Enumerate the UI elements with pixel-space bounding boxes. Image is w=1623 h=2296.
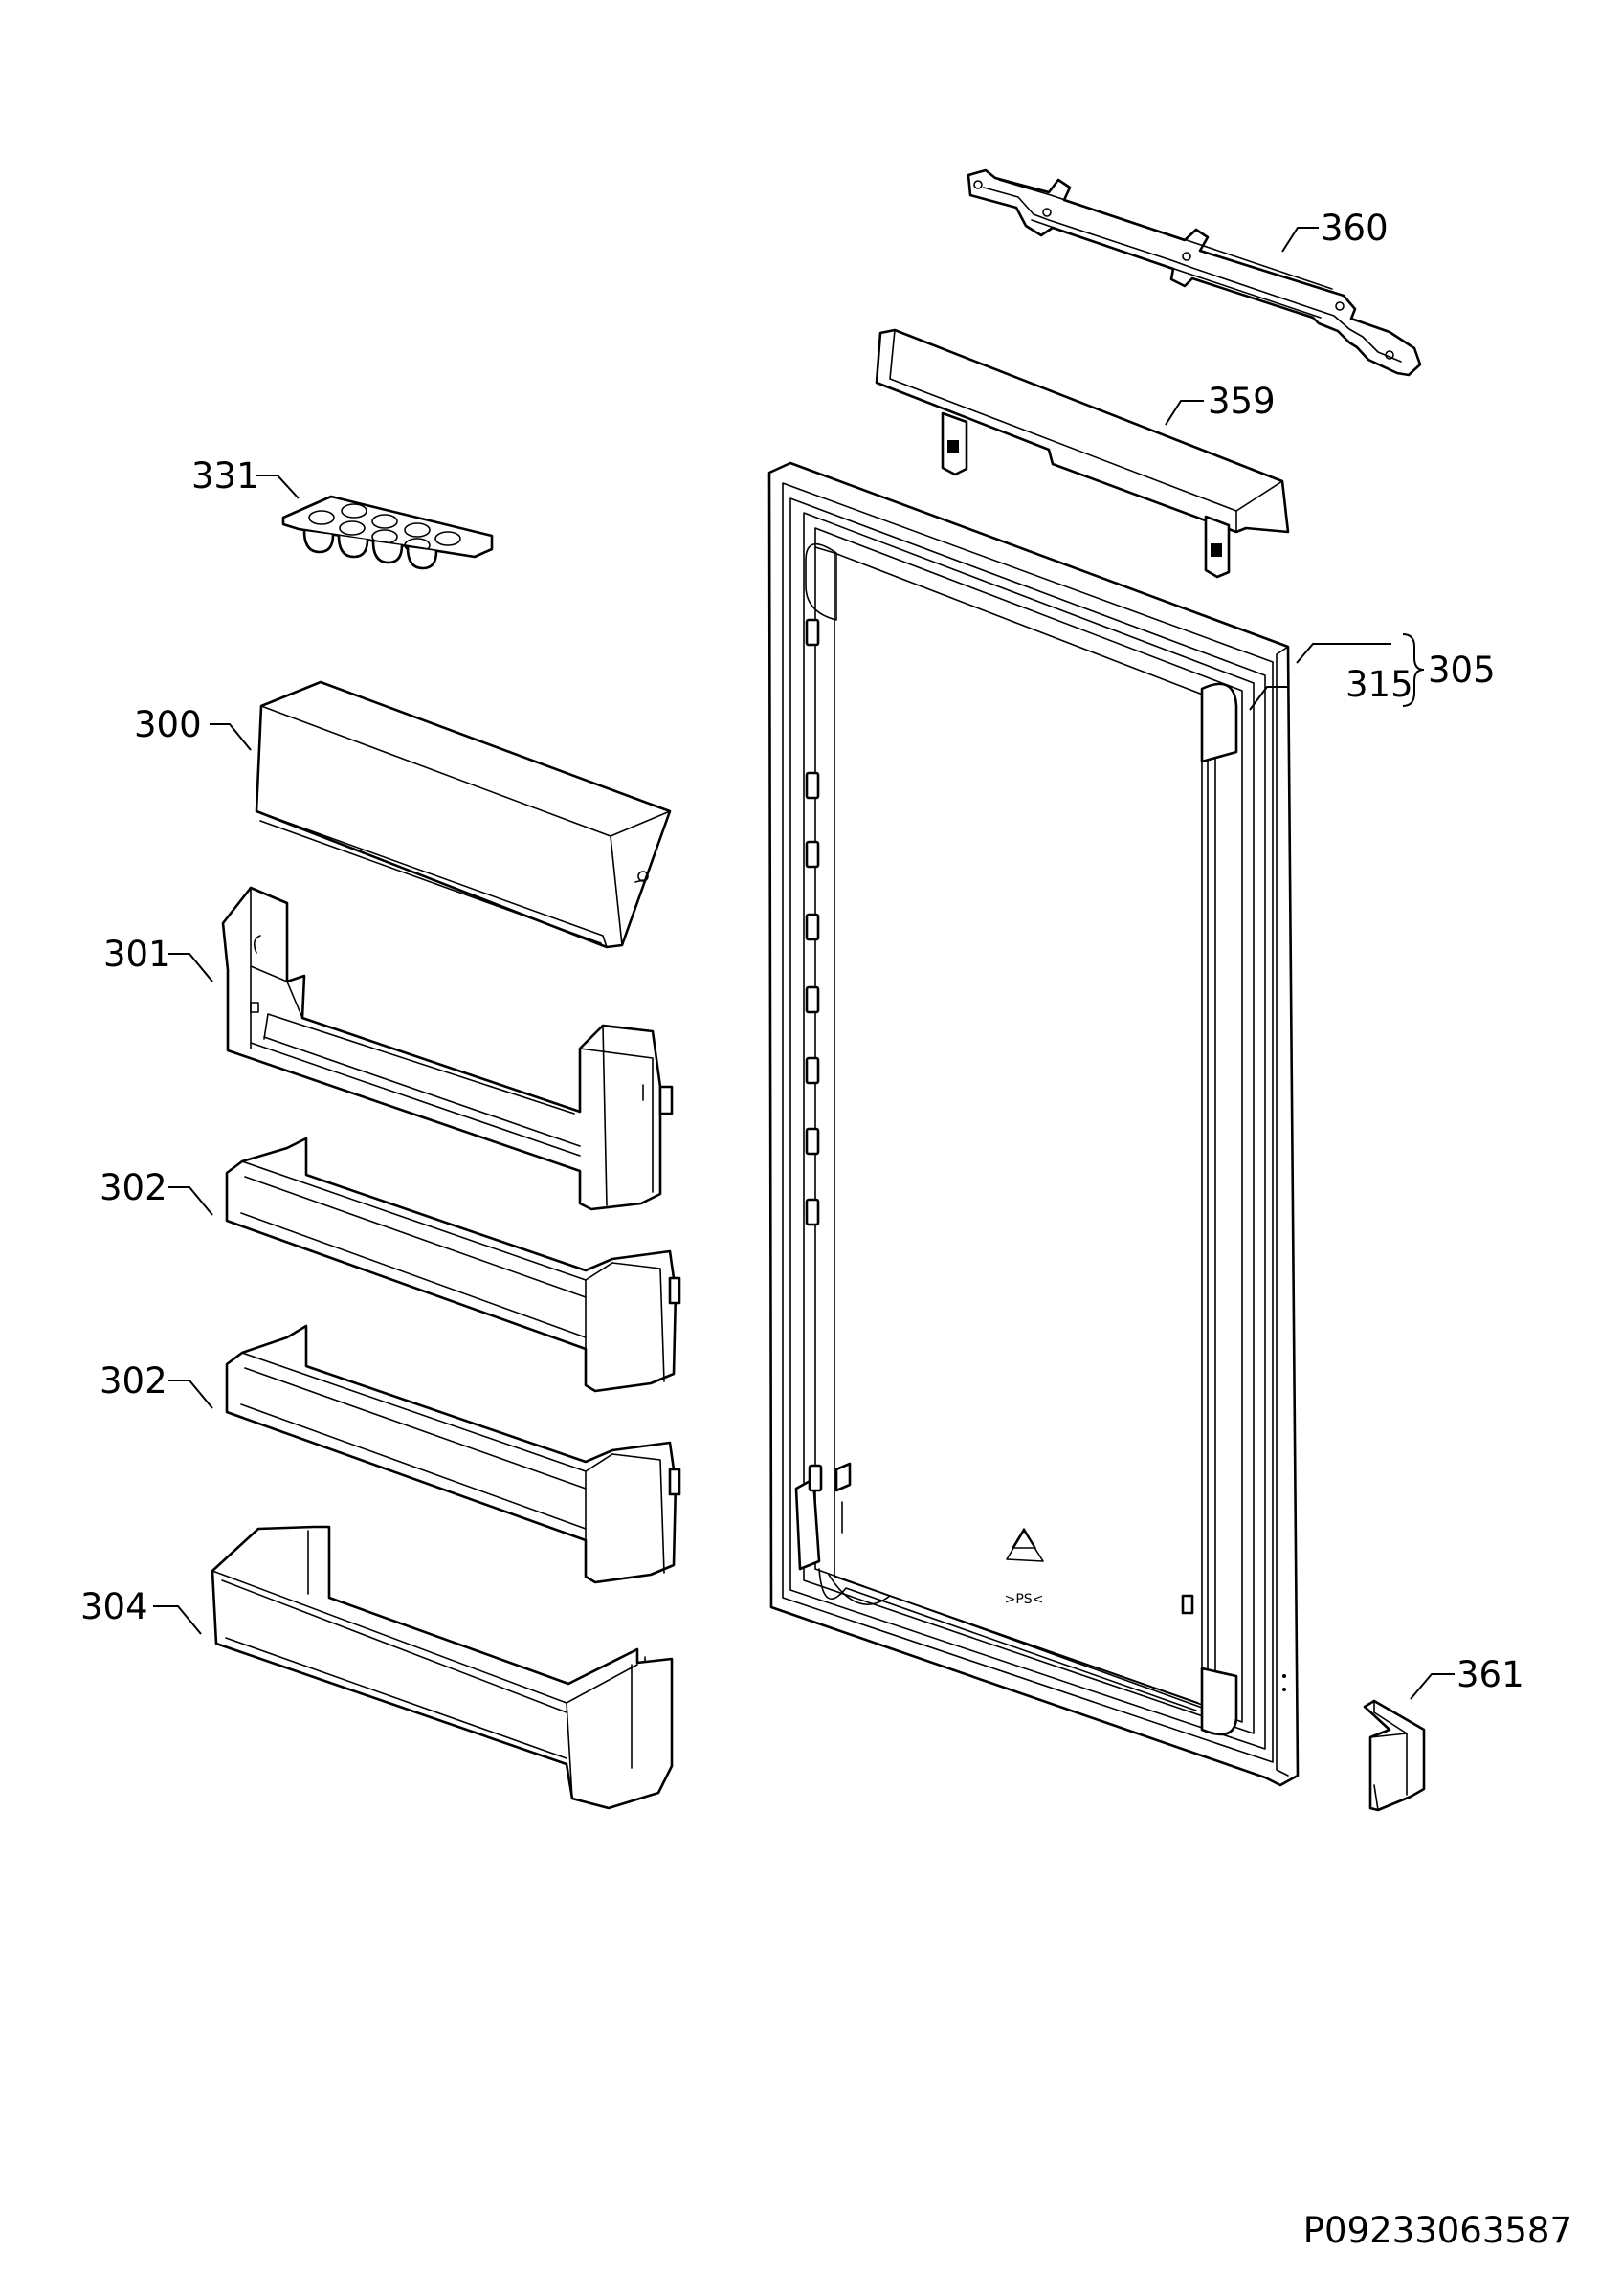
part-301-door-balcony [221, 886, 674, 1211]
recycling-symbol: >PS< [1005, 1528, 1044, 1607]
callout-300: 300 [134, 704, 202, 745]
leader-300 [210, 723, 252, 751]
part-361-hinge-cover-small [1363, 1699, 1426, 1812]
callout-304: 304 [80, 1586, 148, 1627]
callout-302-lower: 302 [100, 1360, 167, 1402]
part-359-hinge-cover [875, 328, 1290, 579]
leader-359 [1165, 400, 1204, 426]
callout-305: 305 [1428, 650, 1496, 691]
callout-301: 301 [103, 934, 171, 975]
leader-302b [168, 1380, 213, 1409]
leader-305 [1296, 643, 1391, 664]
callout-360: 360 [1321, 208, 1389, 249]
leader-361 [1410, 1673, 1455, 1700]
part-360-bracket [967, 168, 1422, 377]
part-304-bottle-balcony [211, 1525, 674, 1810]
callout-361: 361 [1456, 1654, 1524, 1695]
leader-302a [168, 1186, 213, 1216]
part-300-dairy-compartment [255, 680, 672, 949]
leader-360 [1281, 227, 1319, 253]
document-id: P09233063587 [1303, 2210, 1572, 2251]
callout-359: 359 [1208, 381, 1276, 422]
shelf-studs [805, 618, 823, 1492]
leader-lines [153, 227, 1455, 1700]
part-305-door-assembly: >PS< [767, 461, 1300, 1787]
callout-331: 331 [191, 455, 259, 497]
part-331-egg-tray [281, 495, 494, 570]
part-302-door-balcony-lower [225, 1324, 681, 1584]
leader-304 [153, 1605, 202, 1635]
part-302-door-balcony-upper [225, 1137, 681, 1393]
callout-302-upper: 302 [100, 1167, 167, 1208]
leader-315 [1249, 686, 1288, 711]
leader-331 [256, 475, 300, 499]
recycling-mark-text: >PS< [1005, 1592, 1044, 1607]
callout-315: 315 [1345, 664, 1413, 705]
leader-301 [168, 953, 213, 982]
brace-305 [1402, 633, 1425, 707]
callout-labels: 360 359 331 305 315 300 301 302 302 304 … [80, 208, 1524, 1695]
